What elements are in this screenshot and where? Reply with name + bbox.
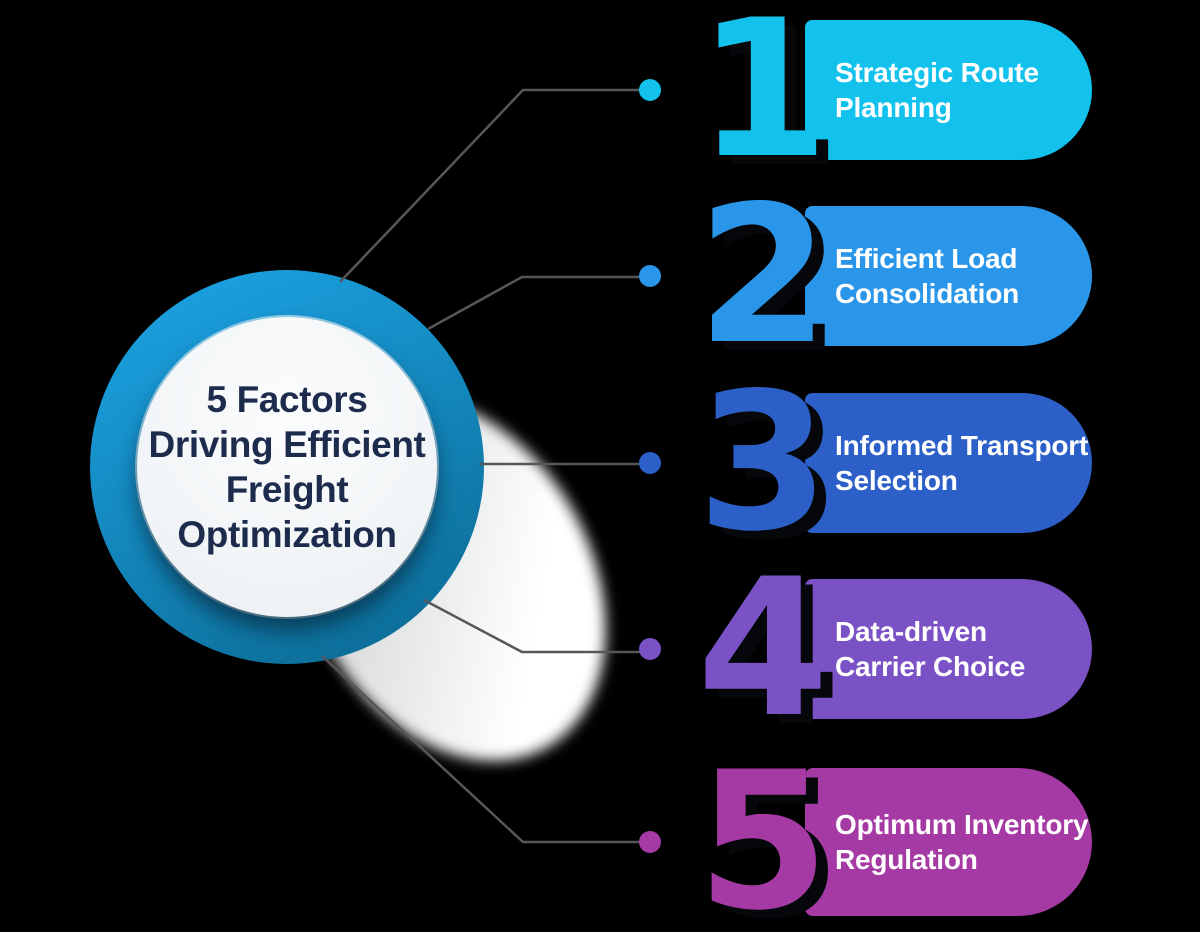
connector-dot-3 bbox=[639, 452, 661, 474]
factor-pill-3: Informed Transport Selection bbox=[805, 393, 1092, 533]
infographic-title: 5 Factors Driving Efficient Freight Opti… bbox=[148, 379, 426, 555]
connector-dot-1 bbox=[639, 79, 661, 101]
factor-row-4: 4 Data-driven Carrier Choice bbox=[639, 538, 1092, 759]
factor-number-1: 1 bbox=[697, 0, 830, 200]
central-circle-face: 5 Factors Driving Efficient Freight Opti… bbox=[137, 317, 437, 617]
factor-number-5: 5 bbox=[697, 731, 830, 932]
factor-label-3: Informed Transport Selection bbox=[835, 430, 1089, 496]
factor-pill-2: Efficient Load Consolidation bbox=[805, 206, 1092, 346]
factor-number-4: 4 bbox=[697, 538, 830, 759]
factor-pill-4: Data-driven Carrier Choice bbox=[805, 579, 1092, 719]
factor-row-5: 5 Optimum Inventory Regulation bbox=[639, 731, 1092, 932]
connector-dot-5 bbox=[639, 831, 661, 853]
factor-number-2: 2 bbox=[697, 165, 830, 386]
factor-pill-5: Optimum Inventory Regulation bbox=[805, 768, 1092, 916]
connector-dot-2 bbox=[639, 265, 661, 287]
factor-number-3: 3 bbox=[697, 352, 830, 573]
factor-label-4: Data-driven Carrier Choice bbox=[835, 616, 1026, 682]
factor-row-3: 3 Informed Transport Selection bbox=[639, 352, 1092, 573]
factor-row-2: 2 Efficient Load Consolidation bbox=[639, 165, 1092, 386]
factor-label-2: Efficient Load Consolidation bbox=[835, 243, 1020, 309]
factor-row-1: 1 Strategic Route Planning bbox=[639, 0, 1092, 200]
connector-dot-4 bbox=[639, 638, 661, 660]
connector-line-1 bbox=[339, 88, 640, 283]
factor-label-1: Strategic Route Planning bbox=[835, 57, 1039, 123]
factor-pill-1: Strategic Route Planning bbox=[805, 20, 1092, 160]
connector-line-2 bbox=[427, 275, 641, 331]
connector-line-5 bbox=[321, 655, 640, 844]
central-circle: 5 Factors Driving Efficient Freight Opti… bbox=[90, 270, 484, 664]
connector-line-4 bbox=[423, 598, 641, 654]
factor-label-5: Optimum Inventory Regulation bbox=[835, 809, 1089, 875]
